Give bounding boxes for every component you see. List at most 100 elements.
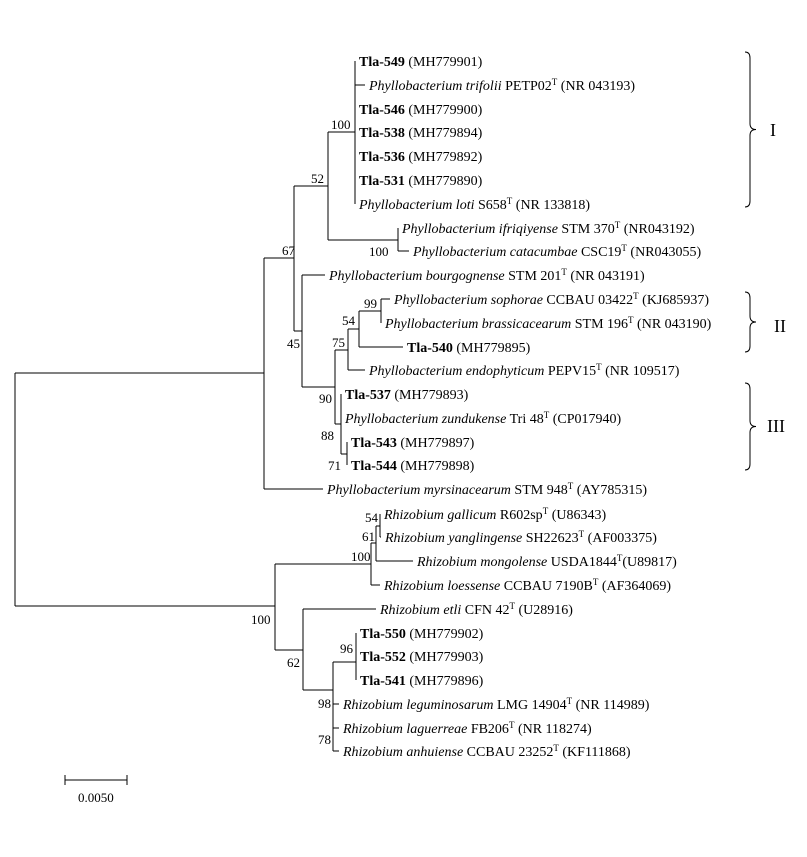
taxon-label-part: Tla-540	[407, 341, 453, 356]
taxon-label-part: T	[552, 77, 558, 87]
taxon-label-gallicum: Rhizobium gallicum R602spT (U86343)	[383, 506, 606, 523]
taxon-label-sophorae: Phyllobacterium sophorae CCBAU 03422T (K…	[393, 291, 709, 308]
taxon-label-part: Tla-550	[360, 627, 406, 642]
bootstrap-value: 100	[251, 612, 271, 627]
taxon-label-part: T	[593, 577, 599, 587]
taxon-label-brassicacearum: Phyllobacterium brassicacearum STM 196T …	[384, 315, 712, 332]
taxon-label-part: STM 370	[558, 222, 615, 237]
bootstrap-value: 78	[318, 732, 331, 747]
taxon-label-part: T	[633, 291, 639, 301]
taxon-label-part: PETP02	[502, 79, 552, 94]
bootstrap-value: 90	[319, 391, 332, 406]
taxon-label-part: Phyllobacterium catacumbae	[412, 245, 577, 260]
bootstrap-value: 67	[282, 243, 296, 258]
taxon-label-part: (KJ685937)	[639, 293, 710, 308]
taxon-label-part: Rhizobium gallicum	[383, 508, 496, 523]
taxon-label-part: Rhizobium etli	[379, 603, 461, 618]
taxon-label-part: Phyllobacterium bourgognense	[328, 269, 505, 284]
clade-label-I: I	[770, 120, 776, 140]
taxon-label-tla546: Tla-546 (MH779900)	[359, 103, 483, 118]
taxon-label-tla540: Tla-540 (MH779895)	[407, 341, 531, 356]
taxon-label-part: (NR 043193)	[557, 79, 635, 94]
taxon-label-part: (NR043192)	[620, 222, 695, 237]
taxon-label-part: (MH779890)	[405, 174, 483, 189]
clade-label-III: III	[767, 416, 785, 436]
taxon-label-part: Phyllobacterium sophorae	[393, 293, 543, 308]
bootstrap-value: 100	[331, 117, 351, 132]
taxon-label-part: (MH779897)	[397, 436, 475, 451]
bootstrap-value: 62	[287, 655, 300, 670]
bootstrap-value: 45	[287, 336, 300, 351]
taxon-label-mongolense: Rhizobium mongolense USDA1844T(U89817)	[416, 553, 677, 570]
taxon-label-part: (MH779892)	[405, 150, 483, 165]
taxon-label-part: T	[509, 720, 515, 730]
taxon-label-part: (MH779902)	[406, 627, 484, 642]
taxon-label-trifolii: Phyllobacterium trifolii PETP02T (NR 043…	[368, 77, 635, 94]
taxon-label-part: CFN 42	[461, 603, 509, 618]
scale-bar-label: 0.0050	[78, 790, 114, 805]
taxon-label-part: R602sp	[496, 508, 542, 523]
tree-branches	[14, 61, 413, 752]
taxon-label-part: (NR 133818)	[512, 198, 590, 213]
bootstrap-values: 1005210067995475459088715461100100966298…	[251, 117, 389, 747]
taxon-label-part: (NR 109517)	[602, 364, 680, 379]
taxon-label-yanglingense: Rhizobium yanglingense SH22623T (AF00337…	[384, 529, 657, 546]
taxon-label-part: CSC19	[577, 245, 621, 260]
taxon-label-part: S658	[474, 198, 506, 213]
taxon-label-part: Tla-538	[359, 126, 405, 141]
clade-label-II: II	[774, 316, 786, 336]
taxon-label-part: (AF003375)	[584, 531, 657, 546]
taxon-label-part: (MH779894)	[405, 126, 483, 141]
taxon-label-part: (MH779895)	[453, 341, 531, 356]
taxon-label-part: (NR043055)	[627, 245, 702, 260]
taxon-label-part: Tri 48	[506, 412, 543, 427]
bootstrap-value: 75	[332, 335, 345, 350]
taxon-label-tla536: Tla-536 (MH779892)	[359, 150, 483, 165]
taxon-label-part: CCBAU 7190B	[500, 579, 593, 594]
bootstrap-value: 99	[364, 296, 377, 311]
taxon-label-part: (CP017940)	[549, 412, 621, 427]
taxon-label-part: Phyllobacterium zundukense	[344, 412, 506, 427]
clade-bracket-II	[744, 291, 757, 353]
taxon-label-part: PEPV15	[544, 364, 596, 379]
scale-bar: 0.0050	[64, 775, 128, 805]
taxon-label-part: LMG 14904	[494, 698, 567, 713]
taxon-label-leguminosarum: Rhizobium leguminosarum LMG 14904T (NR 1…	[342, 696, 650, 713]
taxon-label-part: (NR 043191)	[567, 269, 645, 284]
taxon-label-part: (MH779896)	[406, 674, 484, 689]
clade-bracket-III	[744, 382, 757, 471]
taxon-label-part: CCBAU 23252	[463, 745, 553, 760]
taxon-label-part: (KF111868)	[559, 745, 631, 760]
taxon-label-part: (U89817)	[622, 555, 677, 570]
taxon-label-part: (MH779903)	[406, 650, 484, 665]
taxon-labels: Tla-549 (MH779901)Phyllobacterium trifol…	[326, 55, 712, 760]
taxon-label-part: Tla-552	[360, 650, 406, 665]
taxon-label-laguerreae: Rhizobium laguerreae FB206T (NR 118274)	[342, 720, 592, 737]
taxon-label-part: T	[568, 481, 574, 491]
bootstrap-value: 98	[318, 696, 331, 711]
taxon-label-part: Phyllobacterium ifriqiyense	[401, 222, 558, 237]
taxon-label-part: T	[621, 243, 627, 253]
taxon-label-part: T	[596, 362, 602, 372]
taxon-label-loessense: Rhizobium loessense CCBAU 7190BT (AF3640…	[383, 577, 671, 594]
taxon-label-loti: Phyllobacterium loti S658T (NR 133818)	[358, 196, 590, 213]
taxon-label-part: Tla-549	[359, 55, 405, 70]
taxon-label-part: Phyllobacterium trifolii	[368, 79, 502, 94]
taxon-label-tla531: Tla-531 (MH779890)	[359, 174, 483, 189]
taxon-label-anhuiense: Rhizobium anhuiense CCBAU 23252T (KF1118…	[342, 743, 631, 760]
taxon-label-tla537: Tla-537 (MH779893)	[345, 388, 469, 403]
clade-bracket-I	[744, 51, 757, 208]
taxon-label-part: Tla-536	[359, 150, 405, 165]
taxon-label-tla544: Tla-544 (MH779898)	[351, 459, 475, 474]
taxon-label-part: T	[543, 506, 549, 516]
taxon-label-part: CCBAU 03422	[543, 293, 633, 308]
bootstrap-value: 54	[342, 313, 356, 328]
taxon-label-part: T	[615, 220, 621, 230]
taxon-label-part: Rhizobium mongolense	[416, 555, 547, 570]
taxon-label-part: STM 196	[571, 317, 628, 332]
taxon-label-part: Rhizobium anhuiense	[342, 745, 463, 760]
taxon-label-tla538: Tla-538 (MH779894)	[359, 126, 483, 141]
taxon-label-part: T	[567, 696, 573, 706]
taxon-label-part: (MH779898)	[397, 459, 475, 474]
taxon-label-part: Phyllobacterium myrsinacearum	[326, 483, 511, 498]
